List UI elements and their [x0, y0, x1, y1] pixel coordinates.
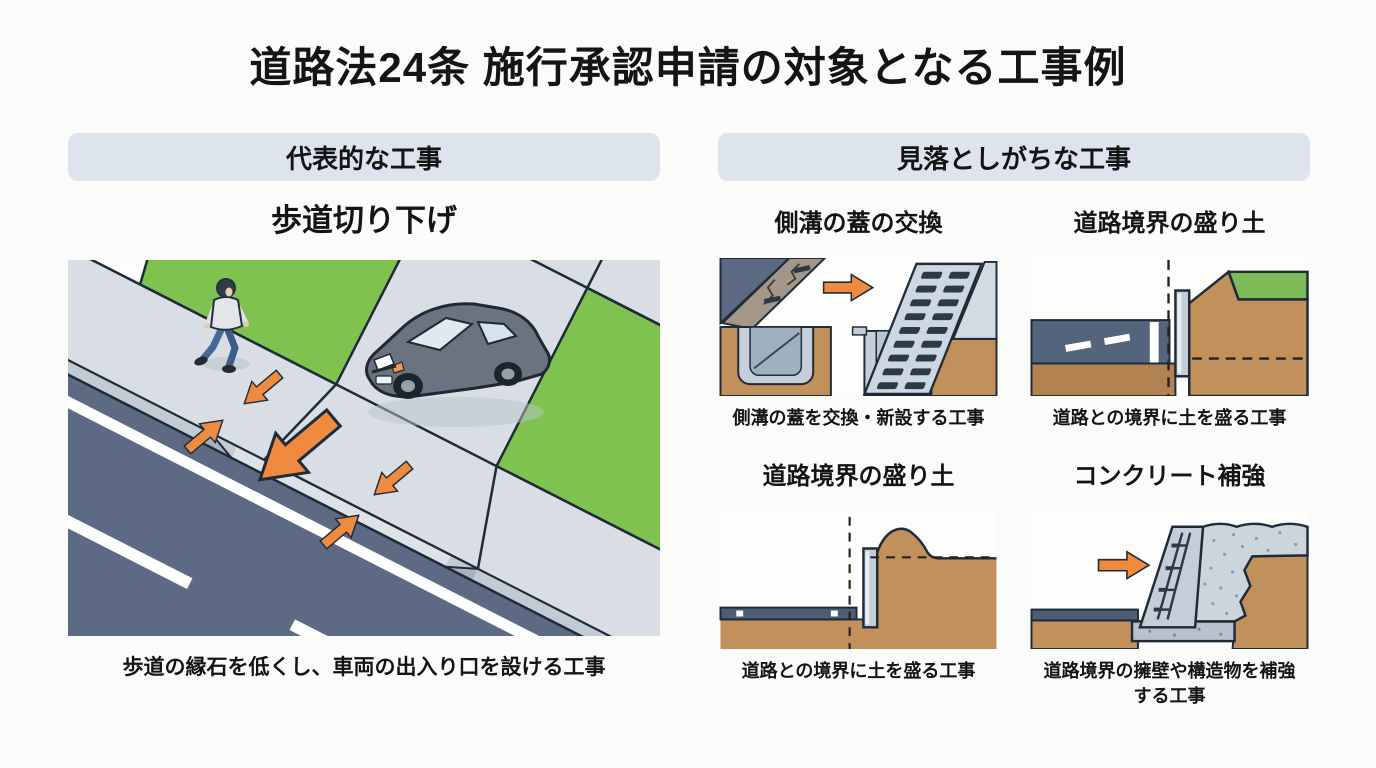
panel-concrete-reinforcement-title: コンクリート補強	[1073, 463, 1266, 491]
typical-works-column: 代表的な工事 歩道切り下げ	[68, 133, 660, 681]
panel-concrete-reinforcement-caption: 道路境界の擁壁や構造物を補強する工事	[1043, 661, 1296, 706]
lane-dash	[68, 501, 193, 589]
sidewalk-lowering-caption: 歩道の縁石を低くし、車両の出入り口を設ける工事	[122, 656, 606, 679]
panel-gutter-cover: 側溝の蓋の交換	[718, 181, 999, 430]
overlooked-works-header: 見落としがちな工事	[718, 133, 1310, 181]
gutter-cover-replacement-illustration	[719, 258, 998, 396]
windshield	[405, 316, 475, 352]
panel-gutter-cover-title: 側溝の蓋の交換	[774, 210, 943, 237]
sidewalk-lowering-title: 歩道切り下げ	[271, 203, 457, 238]
concrete-mass	[1193, 522, 1309, 623]
panel-boundary-fill-caption: 道路との境界に土を盛る工事	[1052, 408, 1287, 428]
grass-top	[1226, 270, 1309, 301]
typical-works-header-label: 代表的な工事	[285, 143, 442, 174]
overlooked-works-grid: 側溝の蓋の交換	[718, 181, 1310, 708]
panel-gutter-cover-caption: 側溝の蓋を交換・新設する工事	[732, 408, 985, 428]
panel-boundary-mound-title: 道路境界の盛り土	[762, 463, 955, 491]
pedestrian-figure	[194, 278, 250, 373]
overlooked-works-header-label: 見落としがちな工事	[896, 143, 1131, 174]
overlooked-works-column: 見落としがちな工事 側溝の蓋の交換	[718, 133, 1310, 708]
road-boundary-fill-illustration	[1030, 258, 1309, 396]
page-title: 道路法24条 施行承認申請の対象となる工事例	[249, 44, 1127, 91]
lane-edge-line	[68, 352, 660, 636]
road-boundary-mound-illustration	[719, 511, 997, 650]
side-window	[476, 320, 518, 346]
panel-boundary-fill-title: 道路境界の盛り土	[1073, 210, 1266, 237]
concrete-reinforcement-illustration	[1030, 511, 1309, 650]
headlight	[373, 353, 395, 371]
new-grate-cover	[862, 262, 984, 396]
panel-concrete-reinforcement: コンクリート補強	[1029, 430, 1310, 708]
reinforced-wall	[1138, 525, 1205, 629]
typical-works-header: 代表的な工事	[68, 133, 660, 181]
street-scene	[68, 260, 660, 636]
sidewalk-lowering-illustration	[68, 260, 660, 636]
panel-boundary-mound-caption: 道路との境界に土を盛る工事	[741, 661, 976, 682]
panel-boundary-fill: 道路境界の盛り土 道路との境界に	[1029, 181, 1310, 430]
car	[365, 302, 551, 427]
panel-boundary-mound: 道路境界の盛り土 道路との境界に土を盛る工事	[718, 430, 999, 708]
